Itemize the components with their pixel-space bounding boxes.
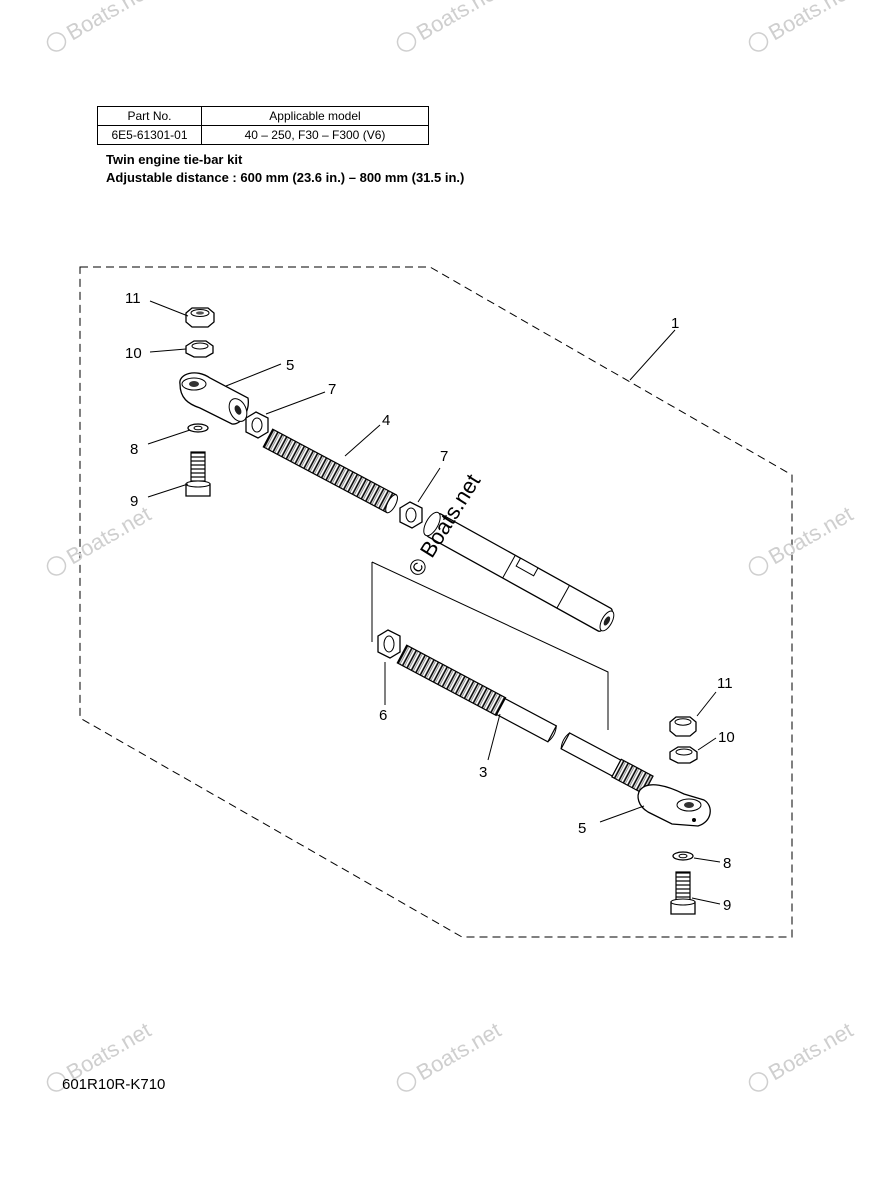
callout-5-upper: 5 xyxy=(286,357,294,374)
watermark-text: Boats.net xyxy=(412,0,505,45)
callout-9-upper: 9 xyxy=(130,493,138,510)
leader-lines xyxy=(147,300,721,905)
callout-11-lower: 11 xyxy=(717,675,733,692)
part-8-washer-upper xyxy=(187,423,209,433)
watermark-text: Boats.net xyxy=(62,0,155,45)
cell-applicable-model: 40 – 250, F30 – F300 (V6) xyxy=(201,125,429,145)
callout-9-lower: 9 xyxy=(723,897,731,914)
part-1-adjuster-tube xyxy=(423,511,615,632)
part-5-rod-end-lower xyxy=(637,784,711,827)
callout-6: 6 xyxy=(379,707,387,724)
part-10-washer-upper xyxy=(185,340,214,358)
cell-part-no: 6E5-61301-01 xyxy=(97,125,202,145)
part-11-lock-nut-upper xyxy=(185,307,215,328)
watermark-text: Boats.net xyxy=(764,501,857,569)
part-5-rod-end-upper xyxy=(179,372,249,425)
projection-line xyxy=(371,561,609,730)
watermark-text: Boats.net xyxy=(764,1017,857,1085)
part-8-washer-lower xyxy=(672,851,694,861)
kit-boundary-outline xyxy=(79,266,793,938)
callout-10-upper: 10 xyxy=(125,345,142,362)
part-7-jam-nut-left xyxy=(245,411,269,439)
callout-3: 3 xyxy=(479,764,487,781)
watermark-text: Boats.net xyxy=(62,501,155,569)
watermark-text: Boats.net xyxy=(412,1017,505,1085)
watermark-text: Boats.net xyxy=(764,0,857,45)
page-code: 601R10R-K710 xyxy=(62,1076,166,1093)
callout-4: 4 xyxy=(382,412,390,429)
kit-spec: Adjustable distance : 600 mm (23.6 in.) … xyxy=(106,170,465,185)
callout-10-lower: 10 xyxy=(718,729,735,746)
part-11-lock-nut-lower xyxy=(669,716,697,737)
callout-5-lower: 5 xyxy=(578,820,586,837)
part-3-long-threaded-rod xyxy=(396,644,654,795)
table-row: 6E5-61301-01 40 – 250, F30 – F300 (V6) xyxy=(97,125,429,145)
part-4-threaded-rod xyxy=(262,428,398,514)
part-10-washer-lower xyxy=(669,746,698,764)
callout-7-left: 7 xyxy=(328,381,336,398)
callout-8-lower: 8 xyxy=(723,855,731,872)
part-9-bolt-lower xyxy=(670,871,696,915)
part-9-bolt-upper xyxy=(185,451,211,497)
callout-8-upper: 8 xyxy=(130,441,138,458)
kit-title: Twin engine tie-bar kit xyxy=(106,152,243,167)
part-7-jam-nut-right xyxy=(399,501,423,529)
parts-table: Part No. Applicable model 6E5-61301-01 4… xyxy=(97,106,429,145)
part-6-nut xyxy=(377,629,401,659)
callout-11-upper: 11 xyxy=(125,290,141,307)
callout-7-right: 7 xyxy=(440,448,448,465)
callout-1: 1 xyxy=(671,315,679,332)
